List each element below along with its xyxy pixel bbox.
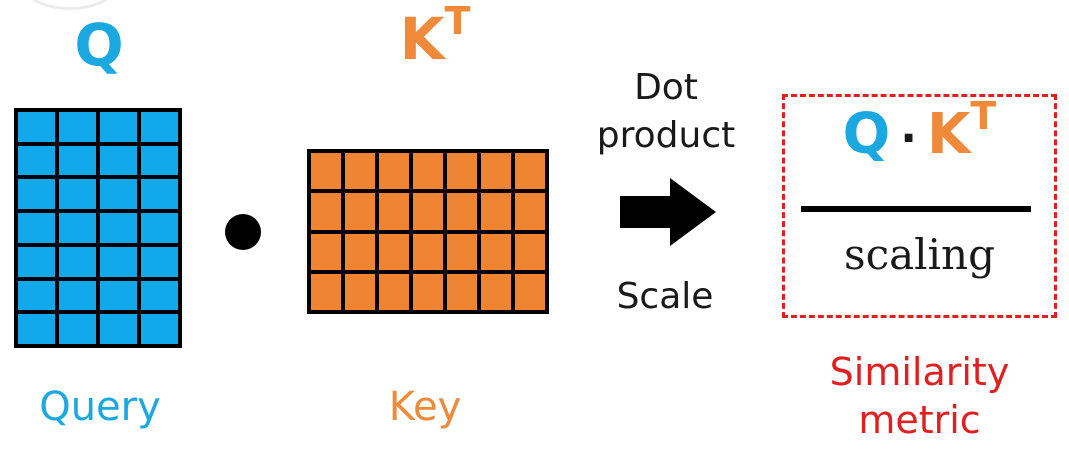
- matrix-cell: [481, 193, 511, 230]
- matrix-cell: [18, 145, 55, 176]
- matrix-cell: [59, 213, 96, 243]
- matrix-cell: [59, 145, 96, 176]
- key-symbol: KT: [380, 2, 490, 68]
- matrix-cell: [59, 280, 96, 311]
- numerator-dot: ·: [900, 113, 917, 164]
- key-label: Key: [388, 384, 462, 430]
- query-matrix: [14, 108, 182, 348]
- matrix-cell: [311, 193, 341, 230]
- dot-product-line1: Dot: [634, 67, 698, 108]
- metric-label-line2: metric: [858, 398, 981, 442]
- matrix-cell: [311, 273, 341, 310]
- matrix-cell: [59, 112, 96, 142]
- fraction-numerator: Q·KT: [782, 95, 1057, 167]
- matrix-cell: [447, 233, 477, 270]
- matrix-cell: [379, 193, 409, 230]
- matrix-cell: [18, 213, 55, 243]
- matrix-cell: [379, 153, 409, 190]
- similarity-metric-box: [782, 94, 1057, 318]
- matrix-cell: [413, 193, 443, 230]
- dot-product-line2: product: [596, 115, 736, 156]
- query-label: Query: [39, 384, 161, 430]
- matrix-cell: [100, 280, 137, 311]
- matrix-cell: [100, 145, 137, 176]
- matrix-cell: [311, 233, 341, 270]
- matrix-cell: [345, 233, 375, 270]
- matrix-cell: [100, 213, 137, 243]
- numerator-q: Q: [842, 102, 891, 167]
- matrix-cell: [18, 314, 55, 344]
- numerator-k-superscript: T: [970, 94, 997, 138]
- metric-label-line1: Similarity: [829, 350, 1010, 394]
- key-matrix: [307, 149, 549, 314]
- matrix-cell: [141, 179, 178, 210]
- matrix-cell: [413, 233, 443, 270]
- dot-product-caption: Dot product: [576, 64, 756, 160]
- matrix-cell: [18, 179, 55, 210]
- matrix-cell: [100, 314, 137, 344]
- matrix-cell: [379, 233, 409, 270]
- matrix-cell: [447, 273, 477, 310]
- matrix-cell: [18, 246, 55, 277]
- matrix-cell: [447, 153, 477, 190]
- matrix-cell: [141, 280, 178, 311]
- matrix-cell: [59, 179, 96, 210]
- scale-caption: Scale: [616, 276, 714, 317]
- matrix-cell: [413, 273, 443, 310]
- numerator-k-letter: K: [927, 102, 971, 167]
- matrix-cell: [447, 193, 477, 230]
- matrix-cell: [345, 153, 375, 190]
- matrix-cell: [141, 314, 178, 344]
- numerator-k: KT: [927, 95, 996, 167]
- fraction-bar: [801, 206, 1031, 212]
- matrix-cell: [413, 153, 443, 190]
- matrix-cell: [345, 193, 375, 230]
- matrix-cell: [345, 273, 375, 310]
- matrix-cell: [141, 246, 178, 277]
- matrix-cell: [515, 233, 545, 270]
- matrix-cell: [515, 273, 545, 310]
- matrix-cell: [311, 153, 341, 190]
- matrix-cell: [59, 314, 96, 344]
- matrix-cell: [481, 273, 511, 310]
- matrix-cell: [100, 246, 137, 277]
- matrix-cell: [18, 112, 55, 142]
- query-symbol: Q: [74, 11, 124, 79]
- matrix-cell: [141, 112, 178, 142]
- matrix-cell: [379, 273, 409, 310]
- matrix-cell: [100, 179, 137, 210]
- fraction-denominator: scaling: [844, 230, 995, 279]
- right-arrow-icon: [620, 178, 716, 246]
- matrix-cell: [481, 233, 511, 270]
- dot-operator-icon: [225, 214, 261, 250]
- corner-decoration: [15, 0, 125, 10]
- matrix-cell: [515, 153, 545, 190]
- matrix-cell: [141, 213, 178, 243]
- matrix-cell: [515, 193, 545, 230]
- key-transpose-superscript: T: [444, 0, 471, 43]
- matrix-cell: [141, 145, 178, 176]
- key-symbol-letter: K: [399, 5, 445, 73]
- matrix-cell: [18, 280, 55, 311]
- similarity-metric-label: Similarity metric: [782, 348, 1057, 444]
- matrix-cell: [100, 112, 137, 142]
- matrix-cell: [59, 246, 96, 277]
- matrix-cell: [481, 153, 511, 190]
